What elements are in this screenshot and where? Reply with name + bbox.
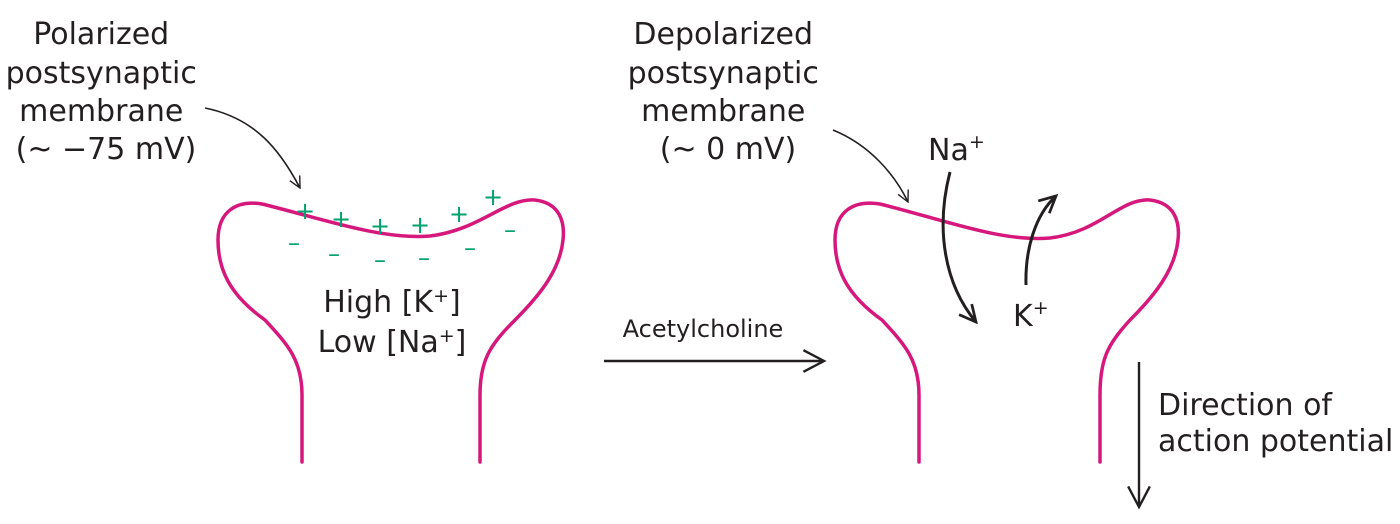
- minus-sign: –: [374, 246, 386, 274]
- right-panel: Depolarized postsynaptic membrane (~ 0 m…: [628, 17, 1393, 510]
- plus-sign: +: [483, 183, 503, 211]
- right-title: Depolarized postsynaptic membrane (~ 0 m…: [628, 17, 829, 167]
- potassium-efflux-arrow: [1024, 196, 1056, 286]
- left-title-line-1: Polarized: [33, 17, 169, 52]
- minus-sign: –: [328, 240, 340, 268]
- minus-sign: –: [288, 229, 300, 257]
- plus-sign: +: [295, 197, 315, 225]
- right-membrane: [833, 198, 1181, 464]
- right-title-line-4: (~ 0 mV): [660, 132, 796, 167]
- direction-line-2: action potential: [1158, 424, 1393, 459]
- left-membrane: [216, 198, 566, 464]
- acetylcholine-transition: Acetylcholine: [604, 315, 827, 373]
- minus-sign: –: [504, 216, 516, 244]
- high-potassium-label: High [K+]: [323, 285, 461, 320]
- right-title-line-2: postsynaptic: [628, 56, 819, 91]
- positive-charges: + + + + + +: [295, 183, 503, 240]
- right-title-line-1: Depolarized: [633, 17, 813, 52]
- left-title-line-2: postsynaptic: [6, 56, 197, 91]
- minus-sign: –: [418, 244, 430, 272]
- left-title: Polarized postsynaptic membrane (~ −75 m…: [6, 17, 207, 167]
- left-title-line-4: (~ −75 mV): [16, 132, 197, 167]
- sodium-influx-arrow: [941, 171, 976, 322]
- minus-sign: –: [464, 234, 476, 262]
- potassium-ion-label: K+: [1013, 297, 1049, 334]
- left-pointer-arrow: [204, 107, 300, 188]
- negative-charges: – – – – – –: [288, 216, 516, 274]
- right-title-line-3: membrane: [641, 94, 805, 129]
- plus-sign: +: [449, 200, 469, 228]
- direction-label: Direction of action potential: [1158, 388, 1393, 459]
- direction-line-1: Direction of: [1158, 388, 1333, 423]
- acetylcholine-label: Acetylcholine: [623, 315, 784, 343]
- right-pointer-arrow: [832, 129, 908, 202]
- left-panel: Polarized postsynaptic membrane (~ −75 m…: [6, 17, 566, 464]
- plus-sign: +: [410, 211, 430, 239]
- low-sodium-label: Low [Na+]: [318, 325, 467, 360]
- plus-sign: +: [331, 205, 351, 233]
- sodium-ion-label: Na+: [928, 131, 985, 168]
- left-title-line-3: membrane: [19, 94, 183, 129]
- plus-sign: +: [370, 212, 390, 240]
